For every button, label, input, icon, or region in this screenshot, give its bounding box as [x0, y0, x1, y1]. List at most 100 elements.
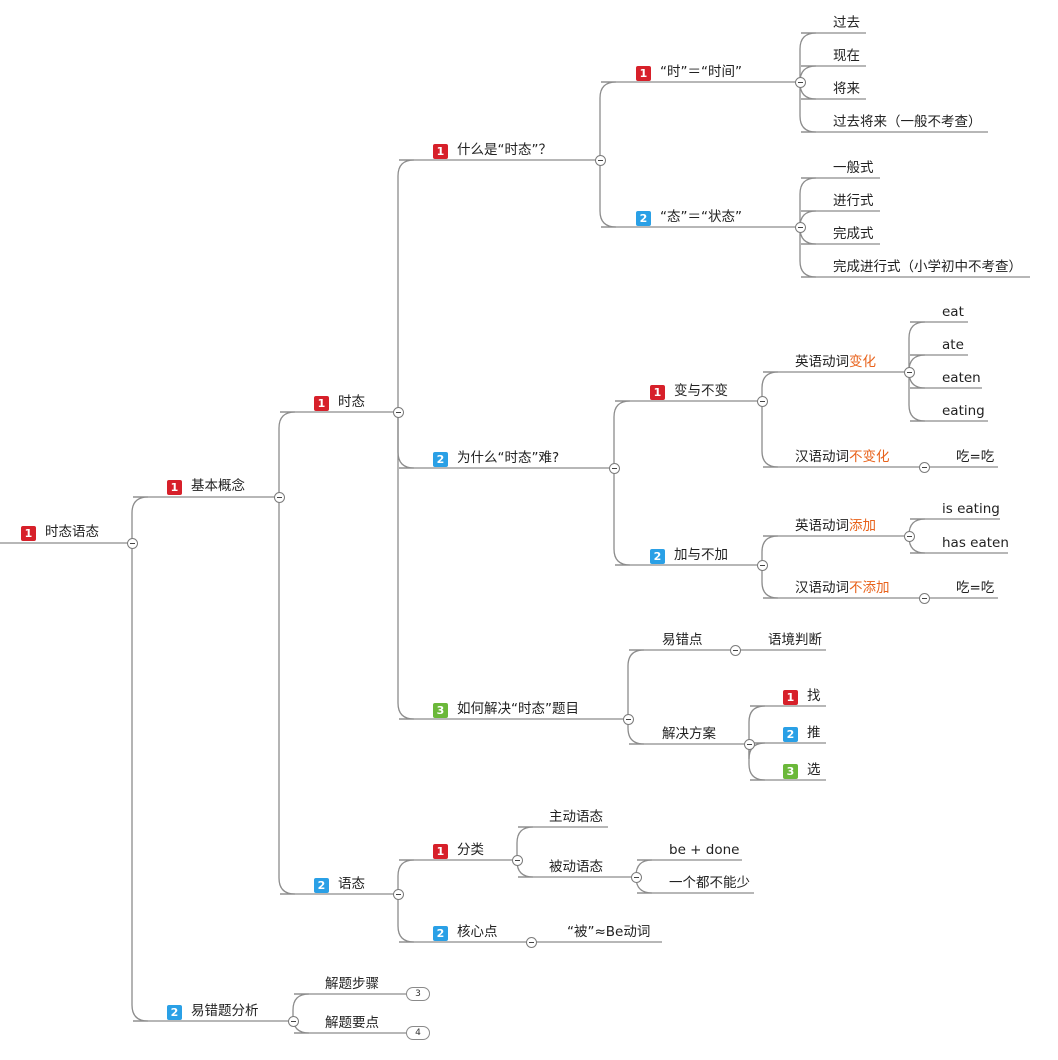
- context-judge-leaf-node[interactable]: 语境判断: [768, 631, 822, 649]
- node-label-highlight: 变化: [849, 354, 876, 370]
- connector-line: [627, 649, 645, 719]
- bei-be-leaf-node[interactable]: “被”≈Be动词: [567, 923, 650, 941]
- cn-noadd-collapse-toggle[interactable]: [918, 592, 930, 604]
- node-label: 汉语动词: [795, 449, 849, 465]
- solve-points-node[interactable]: 解题要点: [325, 1014, 379, 1032]
- how-collapse-toggle[interactable]: [622, 713, 634, 725]
- node-label: 语态: [338, 876, 365, 892]
- tense-collapse-toggle[interactable]: [392, 406, 404, 418]
- solution-node[interactable]: 解决方案: [662, 725, 716, 743]
- cn-verb-noadd-node[interactable]: 汉语动词不添加: [795, 579, 890, 597]
- node-label: eating: [942, 403, 985, 419]
- priority-1-icon: 1: [433, 844, 448, 859]
- class-collapse-toggle[interactable]: [511, 854, 523, 866]
- voice-collapse-toggle[interactable]: [392, 888, 404, 900]
- collapsed-count-badge[interactable]: 3: [406, 987, 430, 1001]
- connector-line: [397, 159, 415, 412]
- priority-1-icon: 1: [314, 396, 329, 411]
- en-verb-add-node[interactable]: 英语动词添加: [795, 517, 876, 535]
- node-label: 解题步骤: [325, 976, 379, 992]
- node-label: 推: [807, 725, 821, 741]
- solve-steps-node[interactable]: 解题步骤: [325, 975, 379, 993]
- node-label: 现在: [833, 48, 860, 64]
- node-label: 进行式: [833, 193, 874, 209]
- en-add-collapse-toggle[interactable]: [903, 530, 915, 542]
- connector-line: [131, 543, 149, 1022]
- node-label: 什么是“时态”？: [457, 142, 552, 158]
- passive-collapse-toggle[interactable]: [630, 871, 642, 883]
- why-collapse-toggle[interactable]: [608, 462, 620, 474]
- passive-voice-node[interactable]: 被动语态: [549, 858, 603, 876]
- root-collapse-toggle[interactable]: [126, 537, 138, 549]
- tai-leaf-node[interactable]: 完成式: [833, 225, 874, 243]
- connector-line: [799, 32, 817, 82]
- priority-3-icon: 3: [433, 703, 448, 718]
- shi-leaf-node[interactable]: 过去将来（一般不考查）: [833, 113, 982, 131]
- passive-leaf-node[interactable]: 一个都不能少: [669, 874, 750, 892]
- priority-1-icon: 1: [650, 385, 665, 400]
- mistake-collapse-toggle[interactable]: [287, 1015, 299, 1027]
- tai-leaf-node[interactable]: 一般式: [833, 159, 874, 177]
- error-collapse-toggle[interactable]: [729, 644, 741, 656]
- en-add-leaf-node[interactable]: has eaten: [942, 534, 1009, 552]
- en-change-collapse-toggle[interactable]: [903, 366, 915, 378]
- tai-state-node[interactable]: 2“态”＝“状态”: [636, 208, 742, 226]
- shi-leaf-node[interactable]: 现在: [833, 47, 860, 65]
- shi-time-node[interactable]: 1“时”＝“时间”: [636, 63, 742, 81]
- chi-equal-leaf-node[interactable]: 吃=吃: [956, 448, 994, 466]
- solution-collapse-toggle[interactable]: [743, 738, 755, 750]
- verb-form-leaf-node[interactable]: eating: [942, 402, 985, 420]
- what-collapse-toggle[interactable]: [594, 154, 606, 166]
- node-label: 语境判断: [768, 632, 822, 648]
- tai-leaf-node[interactable]: 进行式: [833, 192, 874, 210]
- node-label: 选: [807, 762, 821, 778]
- collapsed-count-badge[interactable]: 4: [406, 1026, 430, 1040]
- en-verb-change-node[interactable]: 英语动词变化: [795, 353, 876, 371]
- shi-collapse-toggle[interactable]: [794, 76, 806, 88]
- priority-1-icon: 1: [21, 526, 36, 541]
- verb-form-leaf-node[interactable]: eaten: [942, 369, 981, 387]
- change-collapse-toggle[interactable]: [756, 395, 768, 407]
- tai-collapse-toggle[interactable]: [794, 221, 806, 233]
- node-label: 解题要点: [325, 1015, 379, 1031]
- basic-collapse-toggle[interactable]: [273, 491, 285, 503]
- verb-form-leaf-node[interactable]: eat: [942, 303, 964, 321]
- verb-form-leaf-node[interactable]: ate: [942, 336, 964, 354]
- shi-leaf-node[interactable]: 将来: [833, 80, 860, 98]
- tai-leaf-node[interactable]: 完成进行式（小学初中不考查）: [833, 258, 1022, 276]
- node-label: ate: [942, 337, 964, 353]
- active-voice-node[interactable]: 主动语态: [549, 808, 603, 826]
- core-collapse-toggle[interactable]: [525, 936, 537, 948]
- node-label: 核心点: [457, 924, 498, 940]
- connector-line: [908, 372, 926, 422]
- shi-leaf-node[interactable]: 过去: [833, 14, 860, 32]
- cn-verb-nochange-node[interactable]: 汉语动词不变化: [795, 448, 890, 466]
- connector-line: [278, 411, 296, 497]
- node-label: 将来: [833, 81, 860, 97]
- error-point-node[interactable]: 易错点: [662, 631, 703, 649]
- connector-line: [397, 412, 415, 469]
- chi-equal-leaf-node[interactable]: 吃=吃: [956, 579, 994, 597]
- add-collapse-toggle[interactable]: [756, 559, 768, 571]
- passive-leaf-node[interactable]: be + done: [669, 841, 739, 859]
- cn-nochange-collapse-toggle[interactable]: [918, 461, 930, 473]
- en-add-leaf-node[interactable]: is eating: [942, 500, 1000, 518]
- node-label: “态”＝“状态”: [660, 209, 742, 225]
- node-label: 过去: [833, 15, 860, 31]
